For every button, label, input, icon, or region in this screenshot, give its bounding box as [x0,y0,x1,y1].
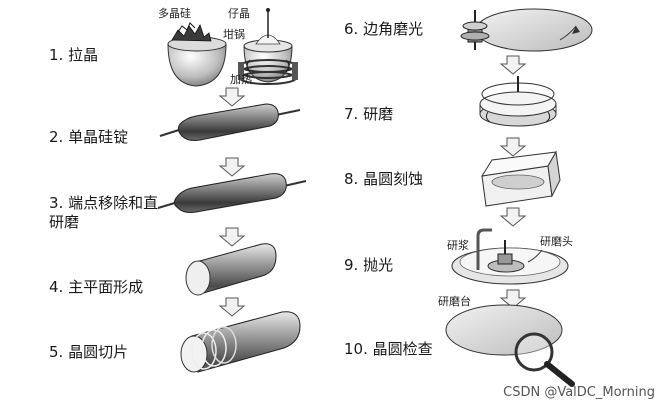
heating-label: 加热 [230,73,252,86]
arrow-3-4 [218,227,246,247]
inspection-illustration [445,304,575,387]
polishing-illustration [451,228,569,285]
step-10-label: 10. 晶圆检查 [344,340,433,358]
etching-illustration [480,150,561,207]
step-4-label: 4. 主平面形成 [49,278,144,296]
step-3-label-line2: 研磨 [49,213,80,231]
watermark: CSDN @ValDC_Morning [503,385,655,400]
arrow-8-9 [499,207,527,227]
grinding-head-label: 研磨头 [540,235,573,248]
step-5-label: 5. 晶圆切片 [49,343,129,361]
ingot-trimmed-illustration [157,173,307,213]
step-1-label: 1. 拉晶 [49,46,99,64]
step-2-label: 2. 单晶硅锭 [49,128,129,146]
arrow-7-8 [499,137,527,157]
polysilicon-chunks [171,22,212,42]
lapping-illustration [479,76,557,127]
arrow-1-2 [218,87,246,107]
step-7-label: 7. 研磨 [344,105,394,123]
crucible-label: 坩锅 [223,28,245,41]
arrow-2-3 [218,157,246,177]
step-8-label: 8. 晶圆刻蚀 [344,170,424,188]
step-3-label: 3. 端点移除和直 [49,194,159,212]
seed-label: 仔晶 [228,7,250,20]
grinding-table-label: 研磨台 [438,295,471,308]
edge-grinding-illustration [460,8,593,52]
arrow-4-5 [218,297,246,317]
polysilicon-label: 多晶硅 [158,7,191,20]
crystal-pulling-illustration [167,8,298,87]
ingot-illustration [159,103,301,141]
arrow-9-10 [499,289,527,309]
step-9-label: 9. 抛光 [344,256,394,274]
arrow-6-7 [499,55,527,75]
heater-coils [238,59,298,85]
step-6-label: 6. 边角磨光 [344,20,424,38]
magnifier-icon [514,332,575,387]
wafer-slicing-illustration [180,311,301,373]
slurry-label: 研浆 [447,239,469,252]
cylinder-flat-illustration [185,243,277,296]
